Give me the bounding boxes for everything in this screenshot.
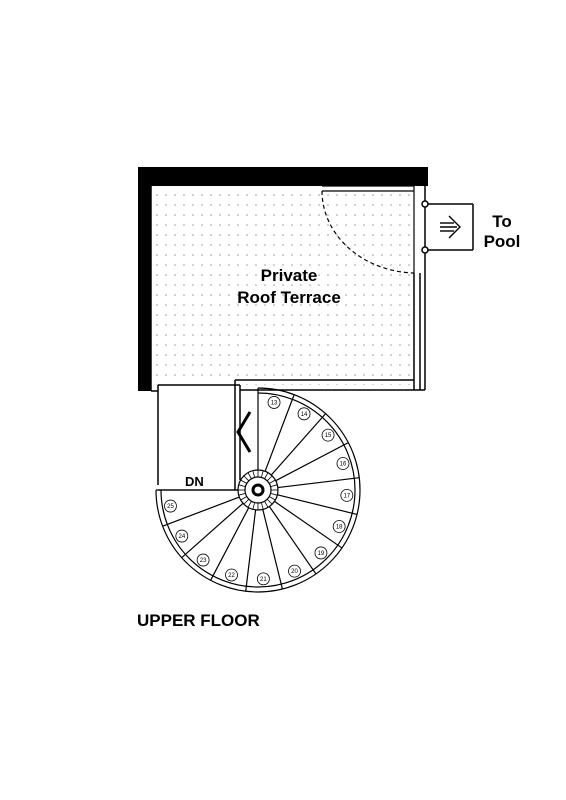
room-label-line1: Private xyxy=(261,266,318,285)
stair-column-spoke xyxy=(252,502,256,510)
stair-center-column xyxy=(251,483,265,497)
top-wall xyxy=(138,167,428,186)
stair-tread xyxy=(268,506,317,575)
stair-tread xyxy=(162,496,240,527)
stair-tread xyxy=(277,477,360,489)
step-number: 24 xyxy=(178,534,185,540)
stair-column-spoke xyxy=(247,472,252,479)
stair-tread xyxy=(245,509,257,592)
step-number: 25 xyxy=(167,504,174,510)
stair-column-spoke xyxy=(240,479,247,484)
stair-column-spoke xyxy=(270,492,278,496)
step-number-badge xyxy=(164,499,177,513)
step-number: 15 xyxy=(325,433,332,439)
step-number-badge xyxy=(225,568,238,582)
stair-column-spoke xyxy=(243,498,250,505)
spiral-staircase xyxy=(155,387,361,593)
step-number: 19 xyxy=(318,551,325,557)
stair-column-spoke xyxy=(266,475,273,482)
stair-tread xyxy=(210,507,250,581)
pool-label-line2: Pool xyxy=(484,232,521,251)
terrace-outline xyxy=(150,186,426,490)
stair-direction-arrow xyxy=(236,411,252,453)
step-number: 16 xyxy=(340,462,347,468)
stair-column-spoke xyxy=(269,496,276,501)
step-number-badge xyxy=(314,546,328,560)
step-number-badge xyxy=(321,428,335,442)
stair-column-spoke xyxy=(240,496,247,501)
stair-column-spoke xyxy=(270,484,278,488)
left-wall xyxy=(138,167,151,391)
terrace-door xyxy=(321,185,415,274)
step-number-badge xyxy=(196,553,210,567)
step-number: 14 xyxy=(301,412,308,418)
step-number-badge xyxy=(267,396,281,409)
stair-tread xyxy=(181,502,244,559)
step-number-badge xyxy=(256,572,270,586)
terrace-floor-texture xyxy=(151,186,414,385)
stair-tread xyxy=(277,494,358,515)
step-number: 17 xyxy=(343,493,350,499)
stair-tread xyxy=(275,442,349,482)
exit-to-pool xyxy=(421,186,474,273)
floor-label: UPPER FLOOR xyxy=(137,611,260,630)
step-number-badge xyxy=(288,564,301,578)
stair-column-spoke xyxy=(243,475,250,482)
stair-column-spoke xyxy=(260,502,264,510)
stair-outer-edge xyxy=(155,387,361,593)
stair-column-spoke xyxy=(269,479,276,484)
stair-tread xyxy=(264,394,295,472)
step-number: 20 xyxy=(291,569,298,575)
step-number: 18 xyxy=(336,525,343,531)
pool-label-line1: To xyxy=(492,212,512,231)
step-number: 21 xyxy=(260,577,267,583)
stair-column-spoke xyxy=(260,470,264,478)
step-number-badge xyxy=(297,407,311,421)
stair-column-spoke xyxy=(238,492,246,496)
stair-tread xyxy=(274,500,343,549)
stair-column-spoke xyxy=(264,472,269,479)
stair-column-spoke xyxy=(247,501,252,508)
stair-column-spoke xyxy=(264,501,269,508)
stair-column-spoke xyxy=(252,470,256,478)
stair-tread xyxy=(262,509,283,590)
stair-column-spoke xyxy=(238,484,246,488)
stair-center-column xyxy=(244,476,272,504)
stair-column-spoke xyxy=(266,498,273,505)
arrow-right-icon xyxy=(440,215,461,239)
step-number-badge xyxy=(336,457,350,470)
step-number-badge xyxy=(175,529,189,543)
stair-direction-label: DN xyxy=(185,474,204,489)
step-number: 13 xyxy=(271,400,278,406)
step-number: 23 xyxy=(200,558,207,564)
step-number: 22 xyxy=(228,573,235,579)
room-label-line2: Roof Terrace xyxy=(237,288,341,307)
stair-tread xyxy=(270,413,327,476)
step-number-badge xyxy=(332,520,346,533)
step-number-badge xyxy=(340,488,354,502)
stair-step-numbers: 13 14 15 16 17 18 19 20 21 22 23 24 25 xyxy=(164,396,354,586)
